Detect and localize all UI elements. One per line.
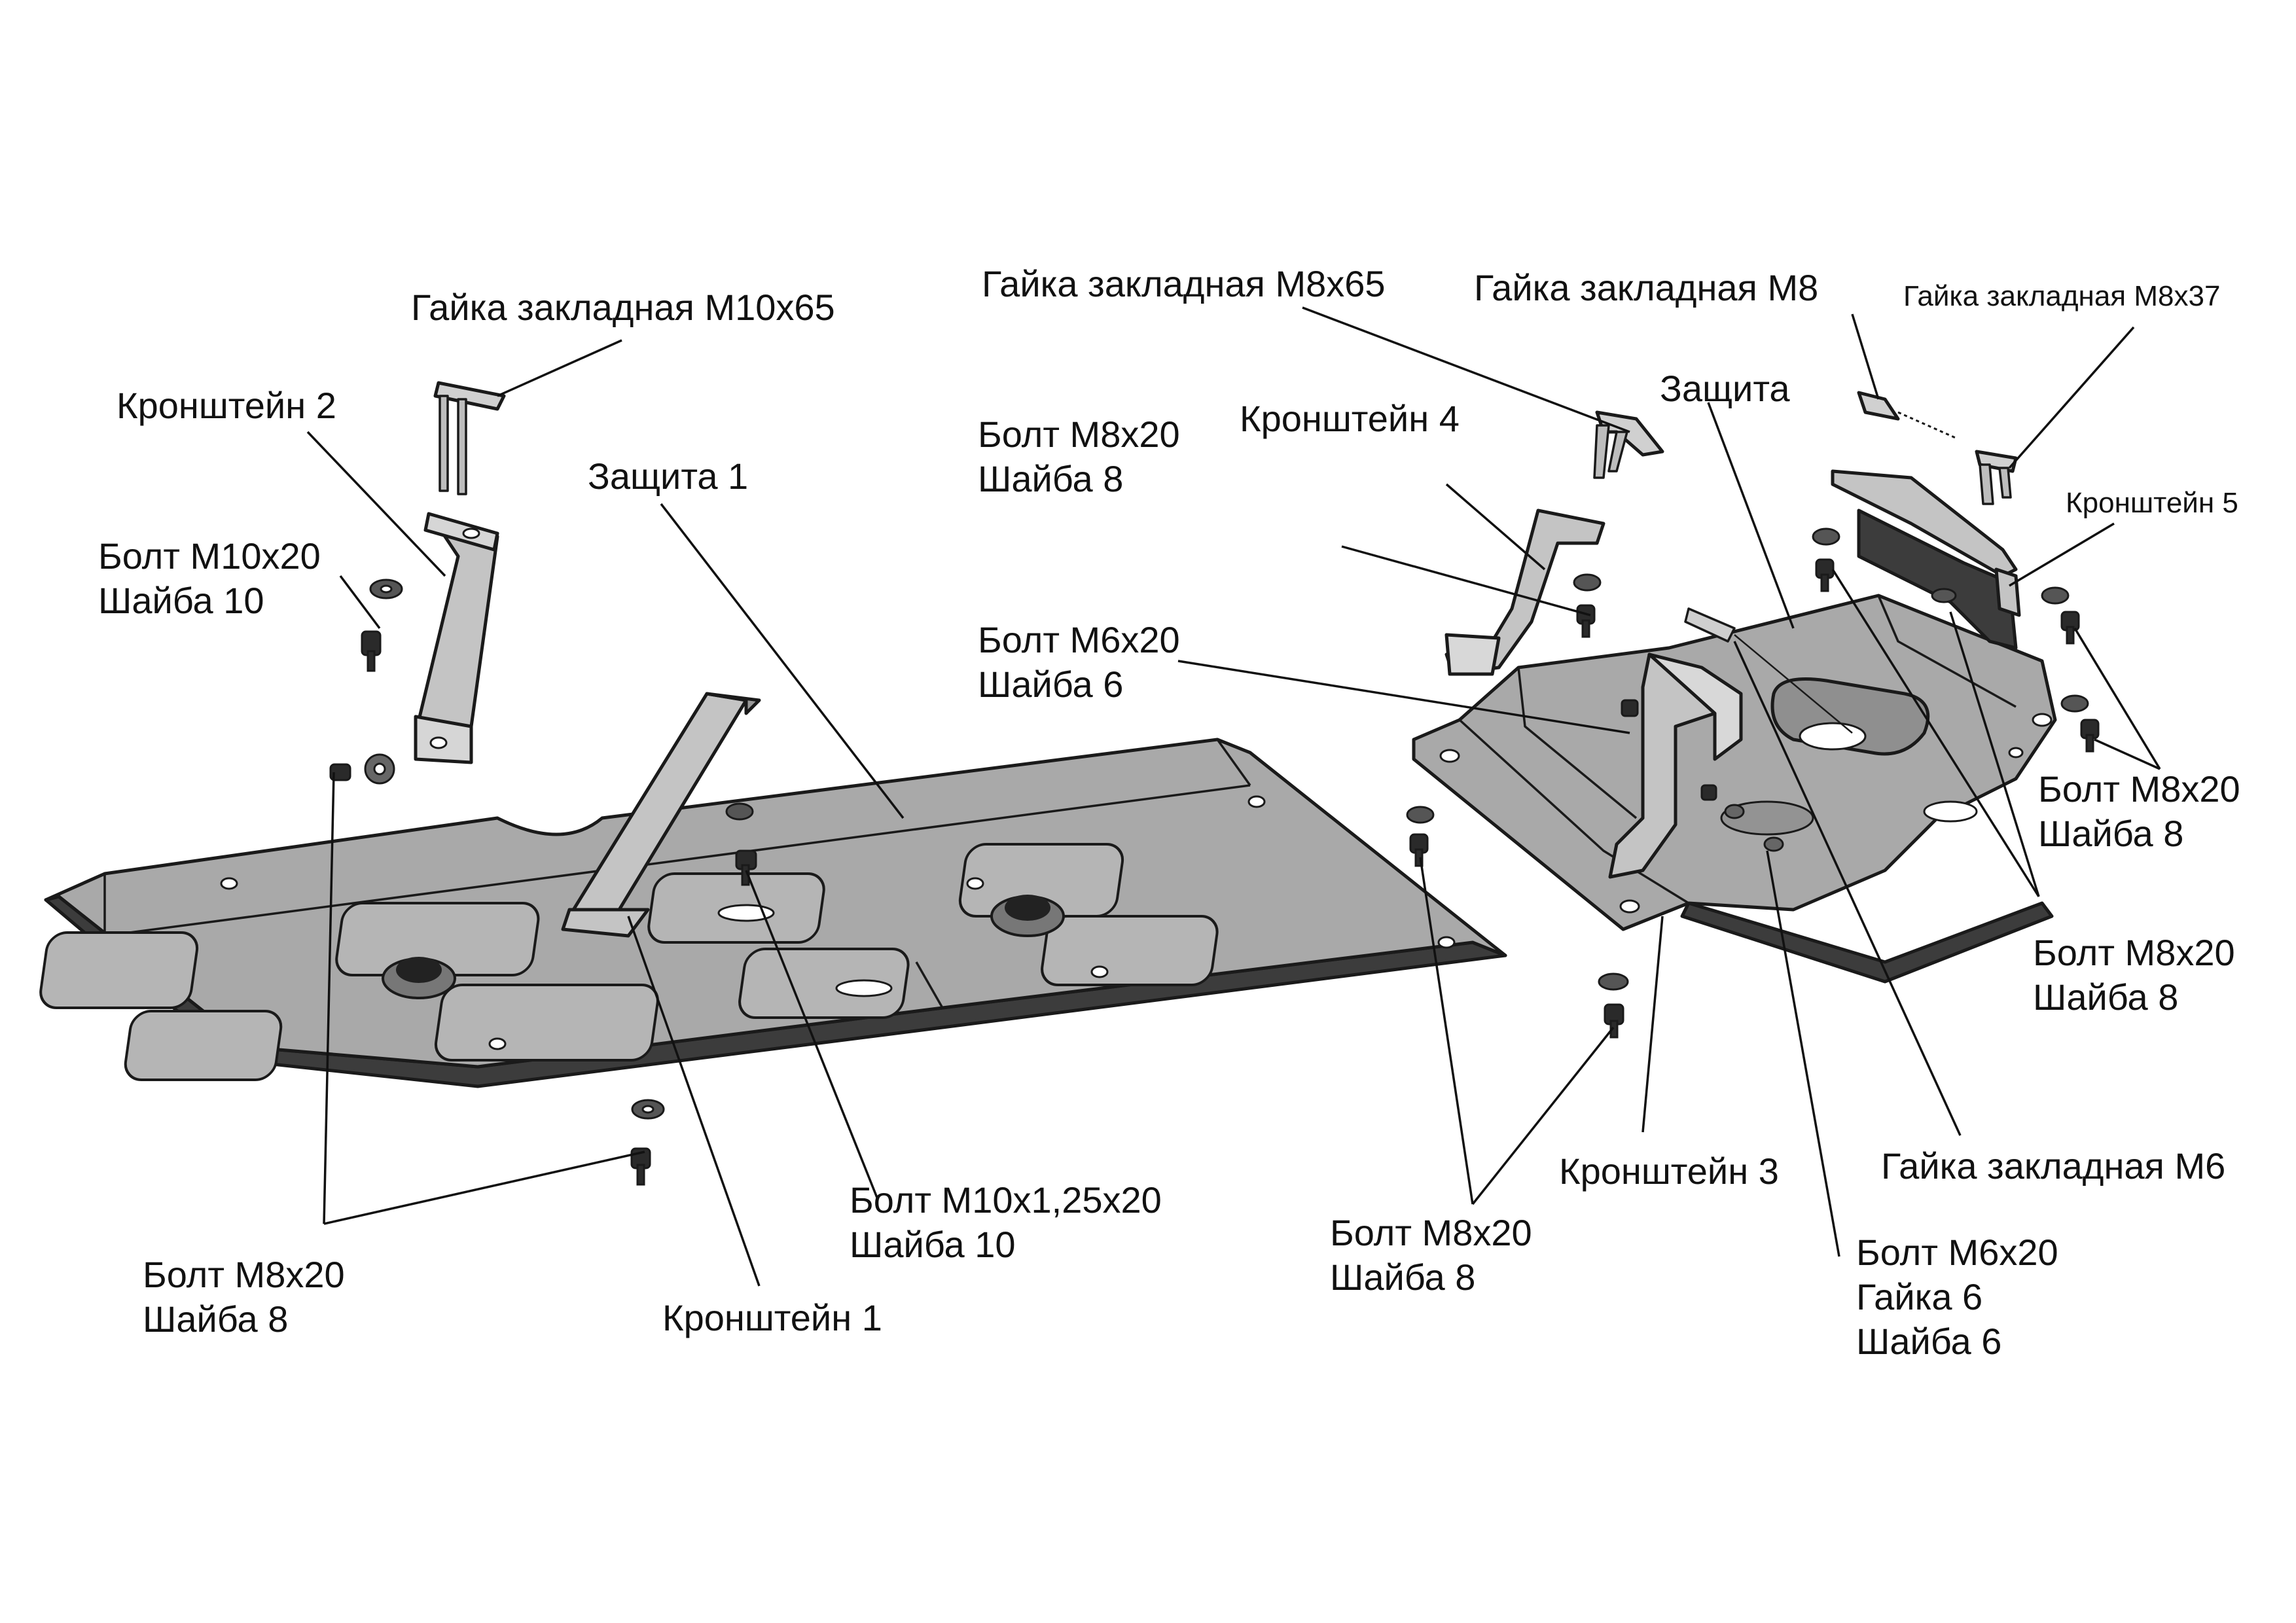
label-bolt-m8x20-left: Болт М8х20 Шайба 8	[143, 1254, 345, 1340]
label-nut-m8: Гайка закладная М8	[1474, 267, 1819, 308]
label-bracket-1: Кронштейн 1	[662, 1297, 882, 1338]
guard-plate	[1412, 594, 2057, 984]
right-fasteners	[1406, 527, 2100, 1039]
label-bolt-m10x20: Болт М10х20 Шайба 10	[98, 535, 321, 621]
label-nut-m8x65: Гайка закладная М8х65	[982, 263, 1386, 304]
left-fasteners	[329, 579, 757, 1186]
label-bracket-3: Кронштейн 3	[1559, 1150, 1779, 1192]
bracket-3	[1608, 652, 1743, 879]
label-bolt-m8x20-d: Болт М8х20 Шайба 8	[2033, 932, 2235, 1018]
label-nut-m10x65: Гайка закладная М10х65	[411, 287, 835, 328]
label-bolt-m6x20-b: Болт М6х20 Гайка 6 Шайба 6	[1856, 1232, 2058, 1362]
label-bolt-m8x20-c: Болт М8х20 Шайба 8	[2038, 768, 2240, 854]
leader-lines	[306, 306, 2161, 1287]
bracket-2	[414, 512, 499, 764]
label-bracket-4: Кронштейн 4	[1240, 398, 1460, 439]
label-guard-1: Защита 1	[588, 455, 749, 497]
label-bolt-m8x20-b: Болт М8х20 Шайба 8	[978, 414, 1180, 499]
label-bracket-5: Кронштейн 5	[2066, 487, 2238, 519]
bracket-5	[1831, 469, 2021, 650]
label-bracket-2: Кронштейн 2	[117, 385, 336, 426]
label-nut-m8x37: Гайка закладная М8х37	[1903, 280, 2221, 312]
label-nut-m6: Гайка закладная М6	[1881, 1145, 2226, 1186]
label-guard: Защита	[1660, 368, 1790, 409]
guard-1-plate	[39, 738, 1507, 1088]
label-bolt-m8x20-e: Болт М8х20 Шайба 8	[1330, 1212, 1532, 1298]
bracket-1	[561, 692, 761, 938]
embedded-nut-m10x65	[433, 381, 506, 495]
label-bolt-m10x125x20: Болт М10х1,25х20 Шайба 10	[850, 1179, 1162, 1265]
label-bolt-m6x20-a: Болт М6х20 Шайба 6	[978, 619, 1180, 705]
embedded-nuts-right	[1593, 391, 2018, 734]
bracket-4	[1444, 508, 1605, 676]
